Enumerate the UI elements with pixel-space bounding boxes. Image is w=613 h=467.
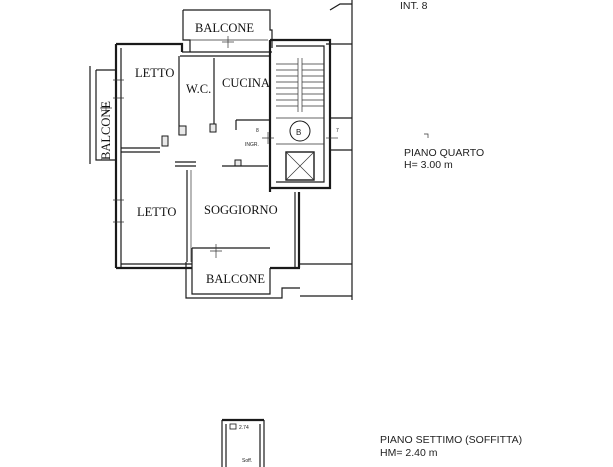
room-label-letto-top: LETTO (135, 66, 174, 80)
floor-name-quarto: PIANO QUARTO (404, 147, 484, 159)
attic-plan (221, 418, 265, 467)
room-label-soggiorno: SOGGIORNO (204, 203, 278, 217)
floor-height-quarto: H= 3.00 m (404, 159, 453, 171)
stair-number-left: 8 (256, 128, 259, 134)
room-label-cucina: CUCINA (222, 76, 270, 90)
entry-label: INGR. (245, 142, 259, 148)
attic-level-mark: 2.74 (239, 425, 249, 431)
apartment-walls (113, 40, 301, 270)
room-label-wc: W.C. (186, 82, 211, 96)
neighbour-walls (299, 0, 353, 300)
stair-number-right: 7 (336, 128, 339, 134)
lift-circle (289, 120, 311, 142)
lift-shaft (285, 151, 315, 181)
room-label-letto-bottom: LETTO (137, 205, 176, 219)
attic-room-label: Soff. (242, 458, 252, 464)
balcone-top (182, 9, 273, 52)
stair-steps (276, 58, 324, 112)
room-label-balcone-left: BALCONE (99, 101, 113, 160)
balcone-bottom (185, 244, 300, 299)
small-tick-mark (424, 133, 429, 138)
floor-name-settimo: PIANO SETTIMO (SOFFITTA) (380, 434, 522, 446)
floor-height-settimo: HM= 2.40 m (380, 447, 438, 459)
lift-mark: B (296, 128, 301, 137)
room-label-balcone-bottom: BALCONE (206, 272, 265, 286)
stair-core (235, 38, 338, 190)
unit-label: INT. 8 (400, 0, 428, 12)
balcone-left (89, 66, 116, 164)
room-label-balcone-top: BALCONE (195, 21, 254, 35)
